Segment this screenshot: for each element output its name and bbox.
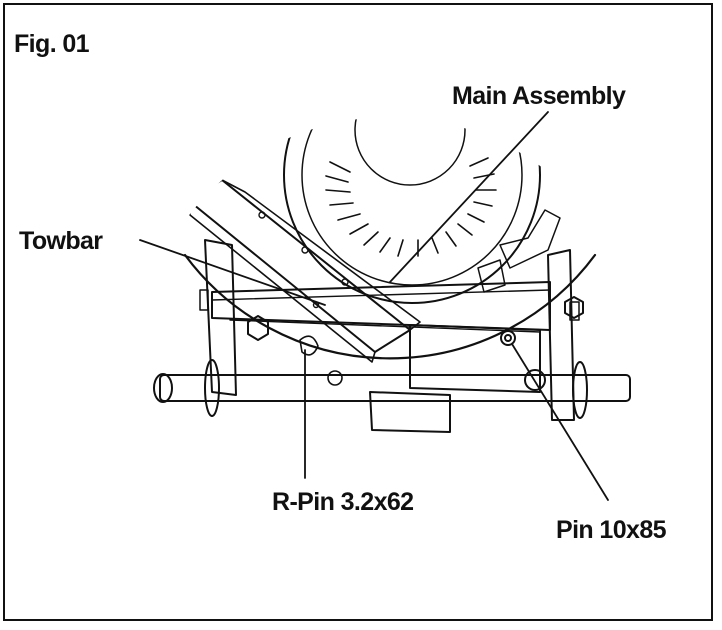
leader-main-assembly (389, 111, 549, 283)
engine-vents (325, 157, 497, 257)
right-washer (572, 361, 588, 419)
leader-lines (139, 111, 609, 501)
leader-pin (511, 343, 609, 501)
right-bracket (547, 249, 575, 421)
engine-cover (283, 117, 541, 304)
label-towbar: Towbar (19, 227, 103, 255)
left-washer (204, 359, 220, 417)
cross-beam (211, 281, 551, 331)
mechanism (153, 117, 631, 433)
figure-frame (3, 3, 713, 621)
label-pin: Pin 10x85 (556, 516, 667, 544)
lower-nut (524, 369, 546, 391)
figure-title: Fig. 01 (14, 30, 90, 58)
left-nut (247, 315, 269, 341)
leader-towbar (139, 239, 326, 306)
mount-plate (409, 324, 541, 393)
right-nut (564, 296, 584, 319)
pin-head (500, 330, 516, 346)
linkage (499, 209, 561, 269)
axle (159, 374, 631, 402)
lower-block (369, 391, 451, 433)
label-r-pin: R-Pin 3.2x62 (272, 488, 414, 516)
label-main-assembly: Main Assembly (452, 82, 626, 110)
left-bracket (204, 239, 237, 396)
